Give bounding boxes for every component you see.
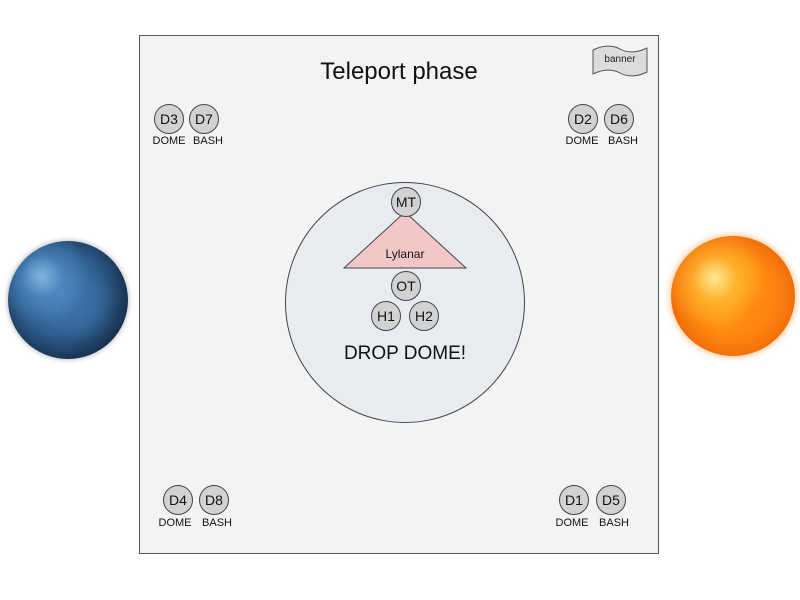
healer-token-h1: H1	[371, 301, 401, 331]
dps-token-d3: D3	[154, 104, 184, 134]
dps-token-d1: D1	[559, 485, 589, 515]
bash-label: BASH	[202, 517, 232, 529]
dps-token-d6: D6	[604, 104, 634, 134]
sun-image	[671, 236, 795, 356]
boss-name: Lylanar	[385, 247, 425, 261]
healer-token-h2: H2	[409, 301, 439, 331]
drop-dome-instruction: DROP DOME!	[343, 343, 467, 364]
dps-token-d7: D7	[189, 104, 219, 134]
blue-planet-image	[8, 241, 128, 359]
dps-token-d2: D2	[568, 104, 598, 134]
dome-label: DOME	[152, 135, 186, 147]
banner-label: banner	[604, 54, 636, 65]
dome-label: DOME	[555, 517, 589, 529]
bash-label: BASH	[608, 135, 638, 147]
dps-token-d4: D4	[163, 485, 193, 515]
banner-icon: banner	[591, 44, 649, 78]
tank-token-mt: MT	[391, 187, 421, 217]
boss-marker	[342, 211, 468, 269]
dps-token-d5: D5	[596, 485, 626, 515]
tank-token-ot: OT	[391, 271, 421, 301]
dps-token-d8: D8	[199, 485, 229, 515]
bash-label: BASH	[599, 517, 629, 529]
dome-label: DOME	[158, 517, 192, 529]
dome-label: DOME	[565, 135, 599, 147]
bash-label: BASH	[193, 135, 223, 147]
phase-title: Teleport phase	[320, 58, 478, 85]
